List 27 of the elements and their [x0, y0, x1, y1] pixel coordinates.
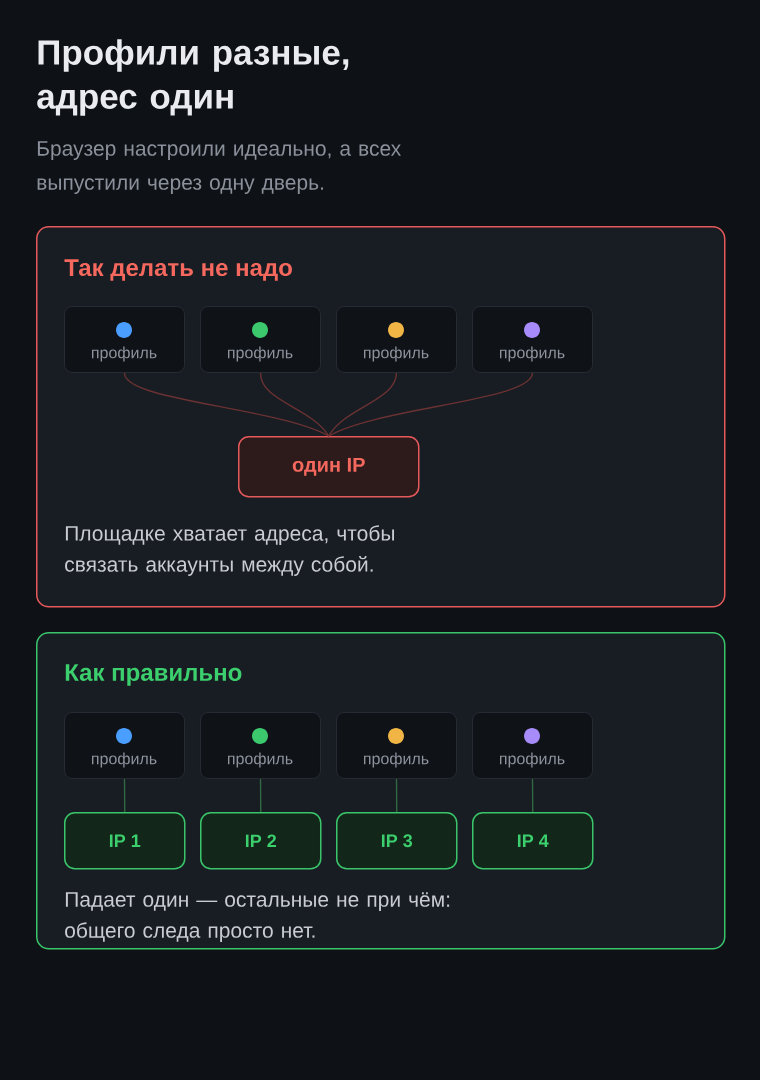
ip-box: IP 2: [200, 812, 322, 870]
page-title: Профили разные, адрес один: [37, 39, 349, 116]
ip-box: IP 1: [64, 812, 186, 870]
ip-box: IP 3: [336, 812, 458, 870]
subtitle: Браузер настроили идеально, а всех выпустили через одну дверь.: [37, 141, 401, 194]
panel-heading: Как правильно: [65, 664, 242, 686]
connector-line: [259, 778, 262, 813]
connector-line: [328, 372, 398, 437]
connector-line: [123, 372, 330, 437]
profile-card: профиль: [200, 306, 321, 373]
connector-line: [531, 778, 534, 813]
profile-card: профиль: [336, 712, 457, 779]
ip-box: один IP: [238, 436, 420, 498]
connector-line: [395, 778, 398, 813]
connector-line: [123, 778, 126, 813]
profile-card: профиль: [64, 712, 185, 779]
panel-heading: Так делать не надо: [64, 259, 292, 281]
profile-card: профиль: [472, 306, 593, 373]
profile-card: профиль: [64, 306, 185, 373]
panel-text: Площадке хватает адреса, чтобы связать аккаунты между собой.: [65, 525, 394, 576]
connector-line: [328, 372, 534, 437]
profile-card: профиль: [200, 712, 321, 779]
ip-box: IP 4: [472, 812, 594, 870]
connector-line: [259, 372, 330, 437]
panel-text: Падает один — остальные не при чём: общего следа просто нет.: [65, 892, 450, 942]
profile-card: профиль: [472, 712, 593, 779]
profile-card: профиль: [336, 306, 457, 373]
